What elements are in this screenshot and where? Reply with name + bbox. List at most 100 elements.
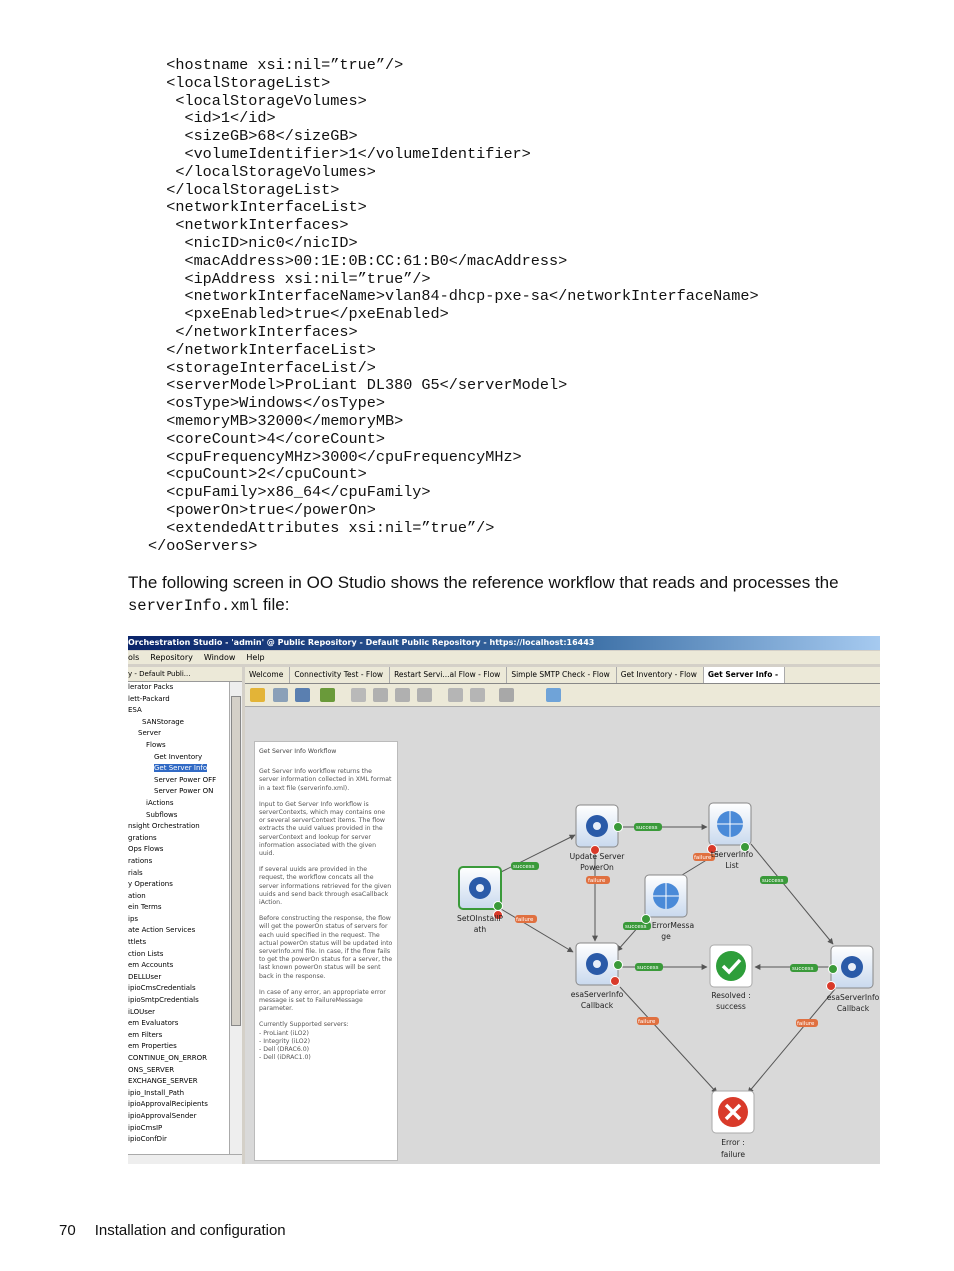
redo-icon[interactable] (470, 688, 485, 702)
step-resolved-success[interactable]: Resolved : success (709, 944, 753, 1011)
code-line: <networkInterfaceList> (148, 198, 367, 217)
tree-item[interactable]: em Filters (128, 1030, 163, 1039)
tree-item[interactable]: ein Terms (128, 903, 162, 912)
tree-item[interactable]: ction Lists (128, 949, 164, 958)
code-line: <localStorageVolumes> (148, 91, 367, 110)
tree-item[interactable]: Get Inventory (154, 752, 203, 761)
tree-item[interactable]: rials (128, 868, 143, 877)
tree-item[interactable]: ttlets (128, 938, 147, 947)
tree-item[interactable]: y Operations (128, 880, 173, 889)
code-line: </networkInterfaces> (148, 322, 358, 341)
svg-text:esaServerInfo: esaServerInfo (827, 993, 880, 1002)
zoom-icon[interactable] (546, 688, 561, 702)
tree-item[interactable]: grations (128, 833, 157, 842)
code-line: </ooServers> (148, 536, 258, 555)
tree-item[interactable]: ipioConfDir (128, 1135, 167, 1144)
tree-item[interactable]: ipioCmsIP (128, 1123, 163, 1132)
tree-item[interactable]: Server (138, 729, 161, 738)
editor-tab[interactable]: Simple SMTP Check - Flow (507, 667, 617, 683)
tree-item[interactable]: ipio_Install_Path (128, 1088, 185, 1097)
tree-item[interactable]: ONS_SERVER (128, 1065, 175, 1074)
tree-item[interactable]: Flows (146, 740, 166, 749)
save-icon[interactable] (273, 688, 288, 702)
tree-item[interactable]: Get Server Info (154, 764, 208, 773)
tree-item[interactable]: EXCHANGE_SERVER (128, 1077, 198, 1086)
scrollbar-thumb[interactable] (231, 696, 241, 1026)
step-error-message[interactable]: ErrorMessa ge (641, 874, 695, 941)
tree-item[interactable]: DELLUser (128, 972, 162, 981)
tree-scrollbar[interactable] (229, 682, 242, 1154)
code-line: <cpuCount>2</cpuCount> (148, 465, 367, 484)
tree-item[interactable]: ipioApprovalRecipients (128, 1100, 208, 1109)
view-icon[interactable] (499, 688, 514, 702)
step-esa-callback[interactable]: esaServerInfo Callback (571, 942, 624, 1010)
svg-text:PowerOn: PowerOn (580, 863, 614, 872)
tree-item[interactable]: ation (128, 891, 146, 900)
intro-text: The following screen in OO Studio shows … (128, 573, 839, 592)
tree-horizontal-scrollbar[interactable] (128, 1154, 242, 1164)
lock-icon[interactable] (250, 688, 265, 702)
tree-item[interactable]: iActions (146, 798, 174, 807)
editor-tab[interactable]: Restart Servi...al Flow - Flow (390, 667, 508, 683)
tree-item[interactable]: iLOUser (128, 1007, 156, 1016)
editor-tab[interactable]: Get Server Info - (703, 667, 786, 683)
tree-item[interactable]: em Properties (128, 1042, 177, 1051)
code-line: <powerOn>true</powerOn> (148, 500, 376, 519)
tree-item[interactable]: nsight Orchestration (128, 822, 200, 831)
svg-text:failure: failure (516, 917, 534, 923)
svg-text:success: success (792, 966, 814, 972)
menu-item[interactable]: Repository (150, 653, 193, 662)
code-line: <memoryMB>32000</memoryMB> (148, 411, 404, 430)
editor-tab[interactable]: Get Inventory - Flow (617, 667, 704, 683)
cut-icon[interactable] (351, 688, 366, 702)
tree-item[interactable]: Server Power ON (154, 787, 214, 796)
code-line: </localStorageList> (148, 180, 340, 199)
tree-item[interactable]: em Evaluators (128, 1019, 179, 1028)
note-title: Get Server Info Workflow (259, 748, 337, 755)
tree-item[interactable]: ips (128, 914, 139, 923)
connector (747, 988, 836, 1094)
step-esa-callback[interactable]: esaServerInfo Callback (826, 945, 880, 1013)
tree-item[interactable]: ipioApprovalSender (128, 1111, 197, 1120)
failure-label: failure (637, 1017, 659, 1025)
success-label: success (760, 876, 788, 884)
paste-icon[interactable] (395, 688, 410, 702)
code-line: <localStorageList> (148, 73, 331, 92)
tree-item[interactable]: ipioSmtpCredentials (128, 996, 199, 1005)
intro-paragraph: The following screen in OO Studio shows … (128, 572, 868, 617)
repository-pane-header: y - Default Publi... (128, 667, 242, 682)
code-line: </networkInterfaceList> (148, 340, 376, 359)
editor-tab[interactable]: Connectivity Test - Flow (290, 667, 391, 683)
success-label: success (635, 963, 663, 971)
tree-item[interactable]: Ops Flows (128, 845, 164, 854)
note-paragraph: In case of any error, an appropriate err… (259, 988, 386, 1013)
step-set-install-path[interactable]: SetOInstallP ath (457, 866, 503, 934)
tree-item[interactable]: Server Power OFF (154, 775, 217, 784)
save-all-icon[interactable] (295, 688, 310, 702)
tree-item[interactable]: CONTINUE_ON_ERROR (128, 1054, 208, 1062)
tree-item[interactable]: ate Action Services (128, 926, 196, 935)
svg-text:ErrorMessa: ErrorMessa (652, 921, 694, 930)
tree-item[interactable]: em Accounts (128, 961, 174, 970)
step-update-server-poweron[interactable]: Update Server PowerOn (570, 804, 626, 872)
tree-item[interactable]: lett-Packard (128, 694, 170, 703)
debug-icon[interactable] (320, 688, 335, 702)
tree-item[interactable]: lerator Packs (128, 683, 174, 691)
menu-item[interactable]: Window (203, 653, 236, 662)
copy-icon[interactable] (373, 688, 388, 702)
tree-item[interactable]: rations (128, 856, 153, 865)
tree-item[interactable]: ESA (128, 706, 142, 715)
step-server-info-list[interactable]: tServerInfo List (707, 802, 754, 870)
tree-item[interactable]: SANStorage (142, 717, 184, 726)
step-error-failure[interactable]: Error : failure (711, 1090, 755, 1159)
undo-icon[interactable] (448, 688, 463, 702)
failure-label: failure (586, 876, 610, 884)
svg-text:success: success (637, 965, 659, 971)
menu-item[interactable]: Help (246, 653, 265, 662)
tree-item[interactable]: ipioCmsCredentials (128, 984, 196, 993)
tree-item[interactable]: Subflows (146, 810, 178, 819)
menu-item[interactable]: ols (128, 653, 140, 662)
editor-tab[interactable]: Welcome (245, 667, 291, 683)
delete-icon[interactable] (417, 688, 432, 702)
note-paragraph: Currently Supported servers: - ProLiant … (259, 1021, 349, 1062)
